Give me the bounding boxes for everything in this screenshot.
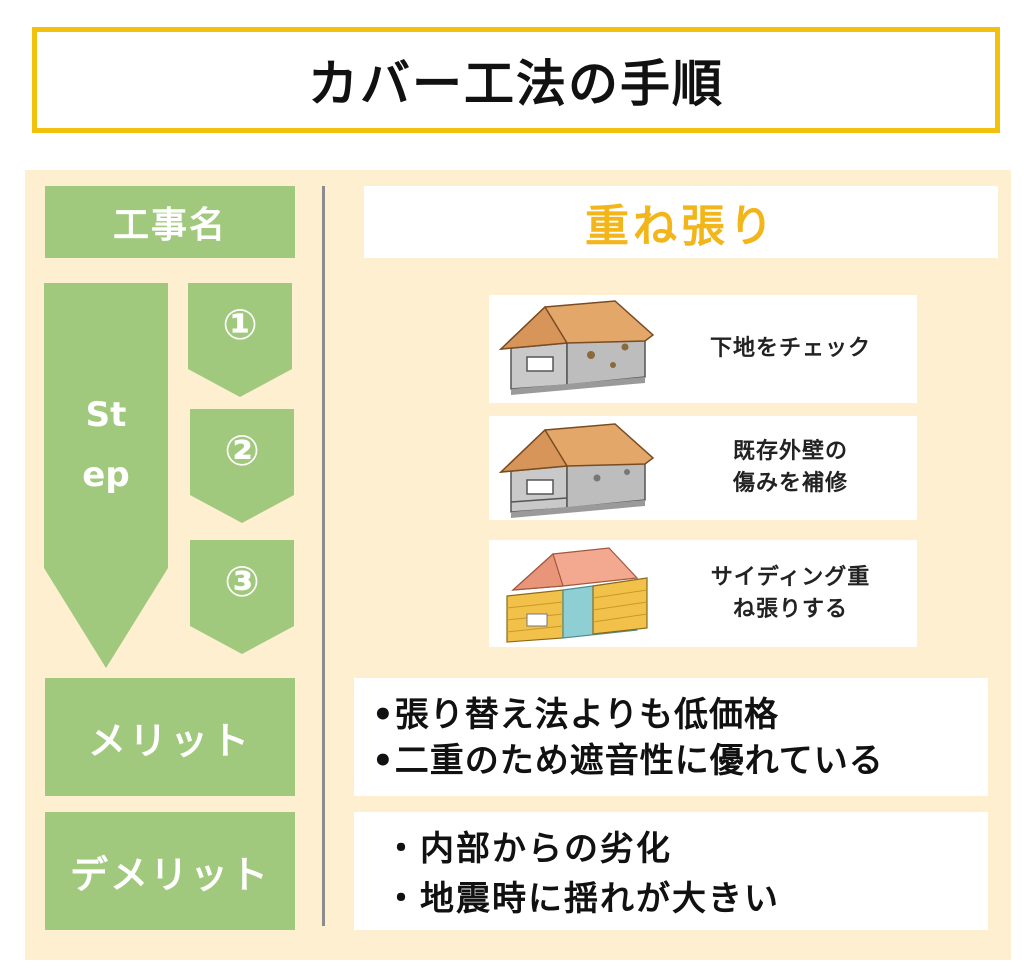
method-name: 重ね張り (585, 201, 777, 252)
step-card-1: 下地をチェック (489, 295, 917, 403)
step-2-text: 既存外壁の 傷みを補修 (674, 416, 907, 520)
step-2-chevron (190, 409, 294, 523)
step-2-number: ② (224, 426, 260, 475)
demerit-item: ・内部からの劣化 (384, 829, 672, 869)
demerit-box: ・内部からの劣化 ・地震時に揺れが大きい (354, 812, 988, 930)
step-label-line1: St (85, 395, 127, 435)
merit-item: •二重のため遮音性に優れている (372, 741, 884, 781)
step-1-number: ① (222, 300, 258, 349)
demerit-list: ・内部からの劣化 ・地震時に揺れが大きい (384, 824, 780, 924)
merit-label: メリット (45, 678, 295, 796)
house-siding-icon (506, 547, 648, 643)
step-3-text: サイディング重 ね張りする (674, 540, 907, 647)
step-3-text-line2: ね張りする (732, 596, 848, 622)
step-label: St ep (44, 385, 168, 505)
house-icon (498, 423, 655, 518)
column-divider (322, 186, 325, 926)
step-3-text-line1: サイディング重 (710, 564, 871, 590)
step-1-text: 下地をチェック (674, 295, 907, 403)
demerit-item: ・地震時に揺れが大きい (384, 879, 780, 919)
step-2-text-line1: 既存外壁の (732, 439, 848, 464)
house-icon (498, 300, 655, 395)
construction-name-label: 工事名 (45, 186, 295, 258)
step-1-chevron (188, 283, 292, 397)
title-box: カバー工法の手順 (32, 27, 1000, 133)
step-arrow (44, 283, 168, 668)
step-3-number: ③ (224, 557, 260, 606)
step-2-text-line2: 傷みを補修 (732, 471, 848, 496)
merit-list: •張り替え法よりも低価格 •二重のため遮音性に優れている (372, 692, 884, 784)
merit-item: •張り替え法よりも低価格 (372, 695, 780, 735)
step-card-2: 既存外壁の 傷みを補修 (489, 416, 917, 520)
step-label-line2: ep (82, 455, 130, 495)
merit-box: •張り替え法よりも低価格 •二重のため遮音性に優れている (354, 678, 988, 796)
page-title: カバー工法の手順 (308, 55, 724, 113)
step-card-3: サイディング重 ね張りする (489, 540, 917, 647)
demerit-label: デメリット (45, 812, 295, 930)
step-3-chevron (190, 540, 294, 654)
method-name-box: 重ね張り (364, 186, 998, 258)
step-1-text-line1: 下地をチェック (709, 336, 871, 361)
